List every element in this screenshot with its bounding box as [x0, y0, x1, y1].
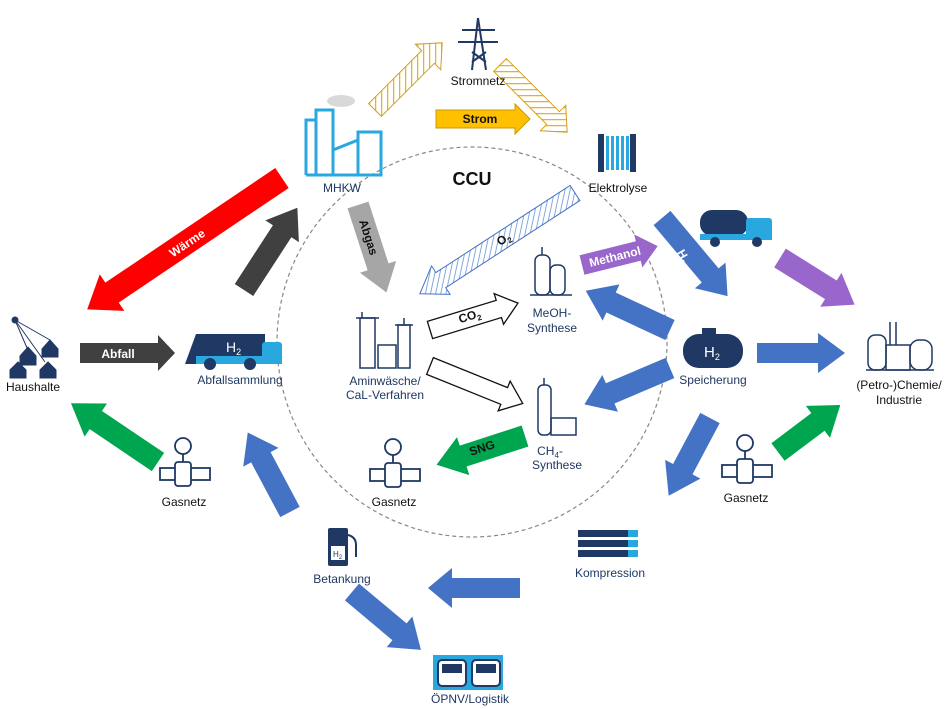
label-abfallsammlung: Abfallsammlung	[197, 373, 282, 387]
arrow-betankung-to-abfallsammlung	[243, 432, 300, 518]
arrow-speicherung-to-ch4	[584, 357, 675, 412]
arrow-speicherung-to-chemie	[757, 333, 845, 373]
label-co2: CO2	[457, 306, 484, 328]
arrow-speicherung-to-kompression	[665, 412, 720, 496]
label-oepnv: ÖPNV/Logistik	[431, 692, 510, 706]
label-speicherung: Speicherung	[679, 373, 746, 387]
ccu-title: CCU	[453, 169, 492, 189]
label-chemie-line1: (Petro-)Chemie/	[856, 378, 942, 392]
label-gasnetz-center: Gasnetz	[372, 495, 417, 509]
label-meoh-line2: Synthese	[527, 321, 577, 335]
h2-fuel-pump-icon: H2	[328, 528, 357, 566]
h2-storage-tank-icon: H2	[683, 328, 743, 368]
label-haushalte: Haushalte	[6, 380, 60, 394]
gasnetz-right-icon	[721, 434, 773, 484]
arrow-gasnetz-left-to-haushalte	[70, 403, 165, 472]
arrow-methanol: Methanol	[579, 234, 658, 275]
garbage-truck-h2-icon: H2	[185, 334, 282, 370]
gasnetz-center-icon	[369, 438, 421, 488]
pump-h2-text: H2	[333, 550, 343, 561]
aminwaesche-plant-icon	[356, 312, 413, 369]
label-gasnetz-left: Gasnetz	[162, 495, 207, 509]
power-pylon-icon	[458, 17, 498, 71]
arrow-kompression-to-betankung	[428, 568, 520, 608]
label-aminwaesche-line1: Aminwäsche/	[349, 374, 421, 388]
ch4-synthesis-icon	[537, 378, 577, 436]
kompression-cylinders-icon	[578, 530, 638, 557]
arrow-co2	[426, 292, 519, 340]
label-kompression: Kompression	[575, 566, 645, 580]
label-strom: Strom	[463, 112, 498, 126]
arrow-amin-to-ch4	[425, 356, 524, 412]
arrow-speicherung-to-meoh	[585, 284, 675, 340]
arrow-truck-to-chemie	[774, 248, 855, 307]
arrow-h2	[653, 210, 728, 297]
label-meoh-line1: MeOH-	[533, 306, 572, 320]
tanker-truck-icon	[700, 210, 772, 247]
tank-h2-text: H2	[704, 344, 720, 362]
arrow-betankung-to-oepnv	[344, 583, 421, 650]
arrow-sng	[436, 425, 529, 476]
meoh-synthesis-icon	[530, 247, 572, 296]
label-mhkw: MHKW	[323, 181, 362, 195]
label-elektrolyse: Elektrolyse	[589, 181, 648, 195]
arrow-stromnetz-to-elektrolyse	[492, 57, 568, 133]
ccu-boundary-circle	[276, 146, 668, 538]
arrow-mhkw-to-stromnetz	[367, 42, 443, 118]
arrow-gasnetz-right-to-chemie	[771, 405, 841, 461]
arrow-strom: Strom	[435, 102, 531, 136]
label-ch4-line1: CH4-	[537, 444, 563, 460]
mhkw-factory-icon	[304, 95, 383, 177]
gasnetz-left-icon	[159, 437, 211, 487]
label-chemie-line2: Industrie	[876, 393, 922, 407]
label-abfall: Abfall	[101, 347, 134, 361]
buses-icon	[433, 655, 503, 690]
label-betankung: Betankung	[313, 572, 370, 586]
label-ch4-line2: Synthese	[532, 458, 582, 472]
arrow-abfallsammlung-to-mhkw	[234, 207, 299, 296]
label-stromnetz: Stromnetz	[451, 74, 506, 88]
label-aminwaesche-line2: CaL-Verfahren	[346, 388, 424, 402]
arrow-o2	[419, 184, 581, 295]
chemie-plant-icon	[866, 322, 934, 371]
label-gasnetz-right: Gasnetz	[724, 491, 769, 505]
arrow-abgas: Abgas	[347, 201, 397, 293]
truck-h2-text: H2	[226, 339, 241, 357]
elektrolyse-icon	[598, 134, 636, 172]
haushalte-houses-icon	[9, 316, 59, 379]
arrow-abfall: Abfall	[80, 335, 175, 371]
